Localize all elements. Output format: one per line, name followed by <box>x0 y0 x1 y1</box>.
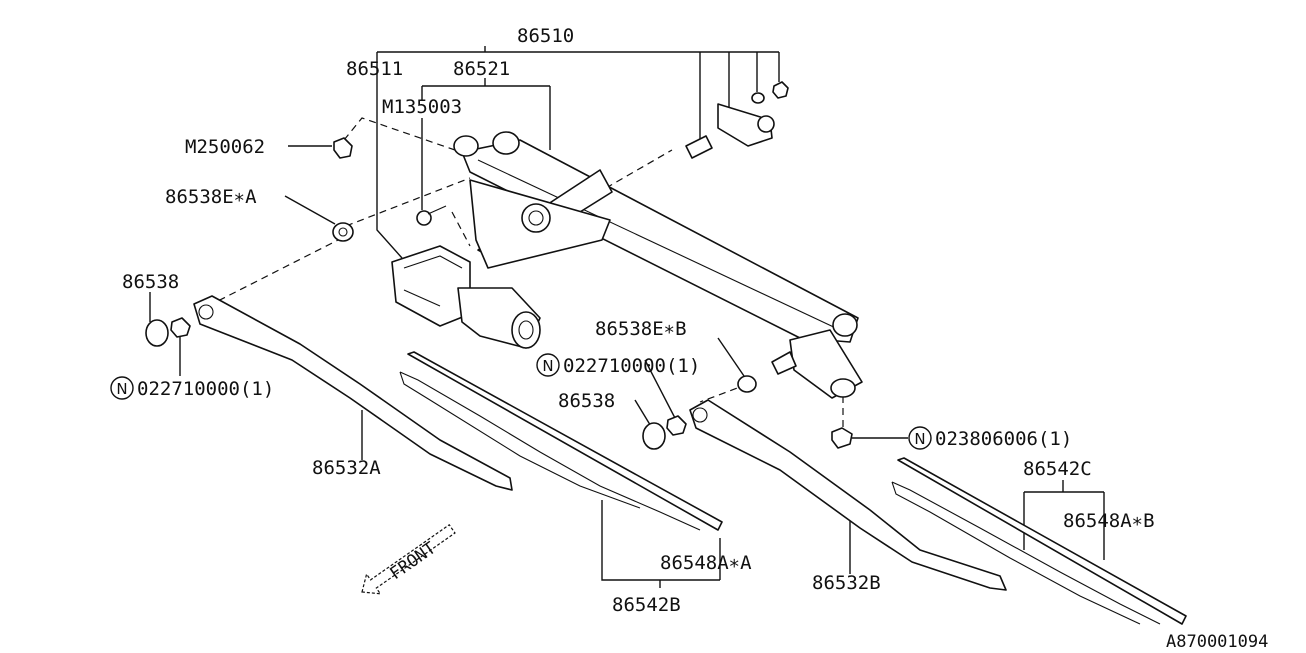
wiper-arm-86532b <box>689 399 1007 591</box>
wiper-motor <box>391 245 541 349</box>
n-marker-left: N <box>110 376 134 400</box>
part-labels: 86510 86511 86521 M135003 M250062 86538E… <box>122 25 1268 652</box>
wiper-arms <box>193 295 1007 591</box>
label-86548a-a: 86548A∗A <box>660 552 752 574</box>
wiper-blade-86542c <box>897 457 1187 625</box>
n-marker-center: N <box>536 353 560 377</box>
label-86548a-b: 86548A∗B <box>1063 510 1155 532</box>
label-86532a: 86532A <box>312 457 381 479</box>
label-86521: 86521 <box>453 58 510 80</box>
figure-code: A870001094 <box>1166 632 1268 652</box>
label-n023806000: 023806006(1) <box>935 428 1072 450</box>
label-86511: 86511 <box>346 58 403 80</box>
label-n022710000-center: 022710000(1) <box>563 355 700 377</box>
label-m250062: M250062 <box>185 136 265 158</box>
hardware <box>145 81 853 450</box>
wiper-blades <box>399 351 1187 625</box>
label-front: FRONT <box>386 538 439 584</box>
wiper-linkage-assembly <box>453 131 863 399</box>
wiper-arm-86532a <box>193 295 513 491</box>
label-86538e-a: 86538E∗A <box>165 186 257 208</box>
front-arrow-icon <box>361 523 456 595</box>
label-n022710000-left: 022710000(1) <box>137 378 274 400</box>
leader-lines <box>149 46 1105 588</box>
label-86538e-b: 86538E∗B <box>595 318 687 340</box>
label-86542c: 86542C <box>1023 458 1092 480</box>
label-86532b: 86532B <box>812 572 881 594</box>
svg-text:N: N <box>914 430 925 448</box>
label-86538-center: 86538 <box>558 390 615 412</box>
svg-text:N: N <box>116 380 127 398</box>
svg-text:N: N <box>542 357 553 375</box>
label-86510: 86510 <box>517 25 574 47</box>
wiper-blade-86542b <box>407 351 723 531</box>
n-marker-right: N <box>908 426 932 450</box>
label-86538-left: 86538 <box>122 271 179 293</box>
label-m135003: M135003 <box>382 96 462 118</box>
label-86542b: 86542B <box>612 594 681 616</box>
